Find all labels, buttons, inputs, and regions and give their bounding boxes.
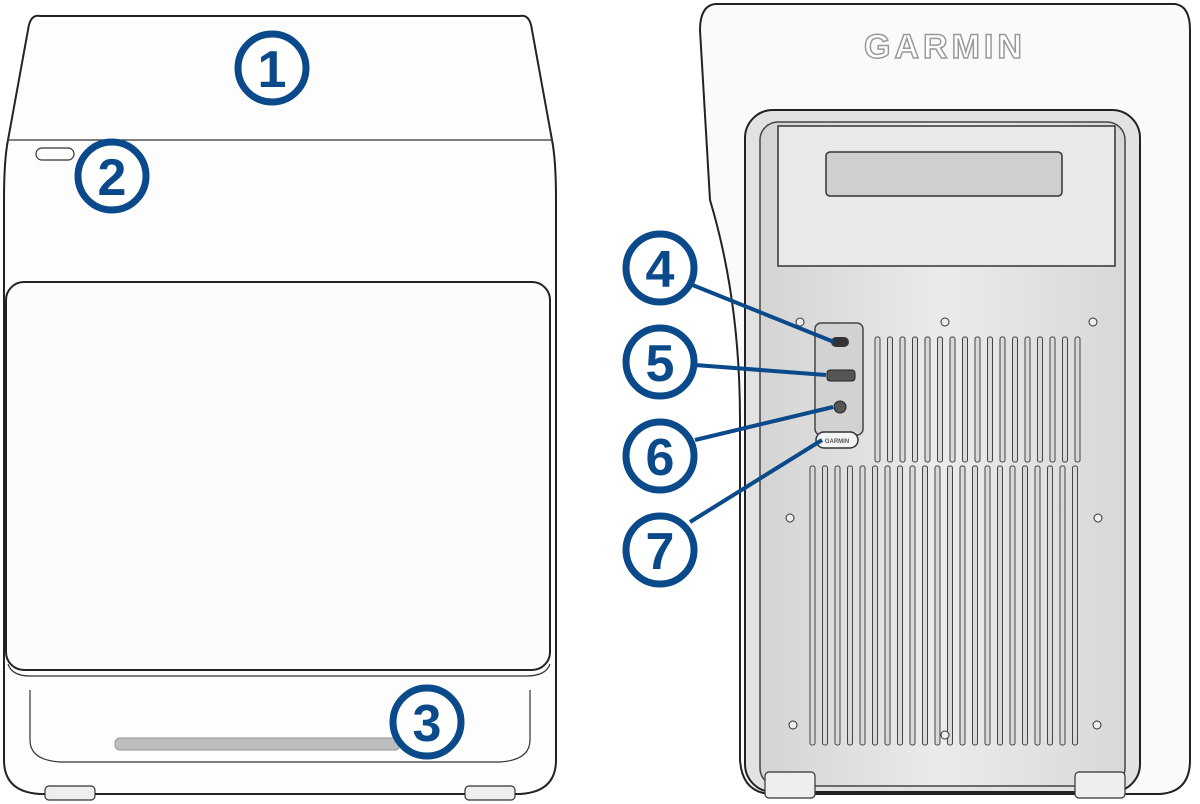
vent-slot <box>884 465 891 746</box>
vent-slot <box>834 465 841 746</box>
back-view: GARMIN GARMIN <box>698 3 1191 799</box>
vent-slot <box>934 465 941 746</box>
leader-7 <box>688 438 824 524</box>
handle-slot <box>825 151 1063 197</box>
screw <box>788 720 798 730</box>
screw <box>940 317 950 327</box>
vent-slot <box>899 336 906 463</box>
indicator-light <box>35 147 75 161</box>
garmin-button[interactable]: GARMIN <box>815 431 859 449</box>
screw <box>1093 513 1103 523</box>
vent-slot <box>1059 465 1066 746</box>
vent-slot <box>947 465 953 746</box>
vent-slot <box>1062 336 1068 463</box>
vent-slot <box>872 465 878 746</box>
vent-slot <box>999 336 1006 463</box>
vent-slot <box>972 465 978 746</box>
screws <box>785 317 1103 740</box>
vent-grille <box>809 336 1081 746</box>
front-panel <box>5 281 551 671</box>
vent-slot <box>822 465 828 746</box>
vent-slot <box>984 465 991 746</box>
screw <box>795 317 805 327</box>
vent-slot <box>887 336 893 463</box>
vent-slot <box>897 465 903 746</box>
vent-slot <box>874 336 881 463</box>
screw <box>785 513 795 523</box>
svg-text:7: 7 <box>646 523 675 581</box>
vent-slot <box>809 465 816 746</box>
svg-text:1: 1 <box>258 41 287 99</box>
vent-slot <box>912 336 918 463</box>
vent-slot <box>959 465 966 746</box>
callout-6: 6 <box>622 418 698 494</box>
vent-slot <box>1034 465 1041 746</box>
vent-slot <box>1072 465 1078 746</box>
vent-slot <box>974 336 981 463</box>
screw <box>1088 317 1098 327</box>
vent-slot <box>1037 336 1043 463</box>
leader-6 <box>694 405 834 442</box>
usb-port <box>831 337 849 347</box>
front-view <box>3 14 557 801</box>
vent-slot <box>1012 336 1018 463</box>
vent-slot <box>1024 336 1031 463</box>
screw <box>940 730 950 740</box>
vent-slot <box>997 465 1003 746</box>
vent-slot <box>1022 465 1028 746</box>
hdmi-port <box>826 369 856 382</box>
callout-3: 3 <box>389 684 465 760</box>
vent-slot <box>949 336 956 463</box>
svg-text:3: 3 <box>413 695 442 753</box>
vent-slot <box>1047 465 1053 746</box>
leader-5 <box>694 363 827 377</box>
vent-slot <box>909 465 916 746</box>
callout-4: 4 <box>622 230 698 306</box>
audio-jack <box>833 400 847 414</box>
base-slot <box>114 737 401 751</box>
vent-slot <box>924 336 931 463</box>
callout-2: 2 <box>74 138 150 214</box>
vent-slot <box>922 465 928 746</box>
svg-text:6: 6 <box>646 429 675 487</box>
vent-slot <box>937 336 943 463</box>
vent-slot <box>1009 465 1016 746</box>
vent-slot <box>1049 336 1056 463</box>
svg-text:2: 2 <box>98 149 127 207</box>
vent-slot <box>987 336 993 463</box>
vent-slot <box>1074 336 1081 463</box>
vent-slot <box>847 465 853 746</box>
callout-1: 1 <box>234 30 310 106</box>
leader-4 <box>689 282 835 344</box>
vent-slot <box>859 465 866 746</box>
svg-text:4: 4 <box>646 241 675 299</box>
callout-5: 5 <box>622 324 698 400</box>
callout-7: 7 <box>622 512 698 588</box>
screw <box>1092 720 1102 730</box>
garmin-logo: GARMIN <box>864 28 1026 66</box>
vent-slot <box>962 336 968 463</box>
garmin-button-label: GARMIN <box>825 439 849 445</box>
svg-text:5: 5 <box>646 335 675 393</box>
